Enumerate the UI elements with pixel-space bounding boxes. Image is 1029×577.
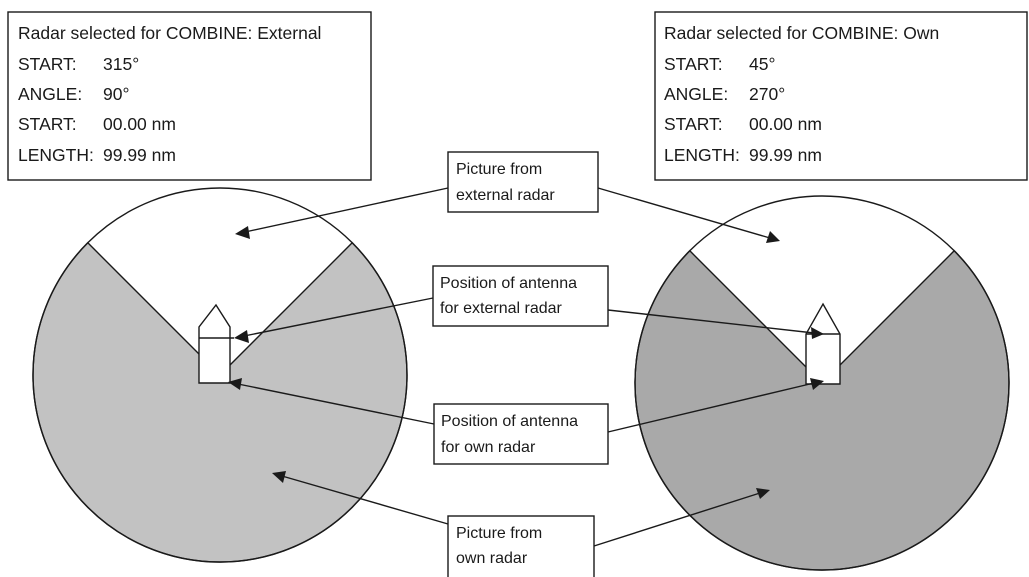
angle-label: ANGLE: (18, 84, 82, 104)
callout-line-1: Picture from (456, 161, 542, 178)
start-range-value: 00.00 nm (103, 114, 176, 134)
arrow-to-right-external-picture (597, 187, 771, 239)
arrow-to-right-antenna-own (607, 382, 815, 433)
callout-own-picture: Picture from own radar (447, 515, 595, 577)
callout-antenna-external: Position of antenna for external radar (432, 265, 609, 327)
length-value: 99.99 nm (749, 145, 822, 165)
settings-title: Radar selected for COMBINE: External (18, 23, 321, 43)
arrow-to-left-antenna-own (237, 383, 435, 425)
arrowhead (756, 488, 770, 499)
left-ship-icon (198, 303, 231, 384)
arrowhead (228, 378, 242, 390)
right-radar-circle (634, 195, 1010, 571)
start-range-value: 00.00 nm (749, 114, 822, 134)
start-angle-value: 315° (103, 54, 139, 74)
angle-label: ANGLE: (664, 84, 728, 104)
arrowhead (272, 471, 286, 483)
arrow-to-left-antenna-external (243, 297, 434, 337)
left-radar-circle (32, 187, 408, 563)
callout-frame (432, 265, 609, 327)
start-range-label: START: (664, 114, 723, 134)
arrowhead (234, 330, 249, 343)
start-angle-value: 45° (749, 54, 775, 74)
start-angle-label: START: (18, 54, 77, 74)
callout-line-2: for own radar (441, 439, 536, 456)
arrow-lines (228, 187, 824, 547)
left-radar-display (32, 187, 408, 563)
callout-line-1: Position of antenna (440, 275, 577, 292)
settings-box-external: Radar selected for COMBINE: External STA… (7, 11, 372, 181)
settings-box-frame (7, 11, 372, 181)
settings-box-own: Radar selected for COMBINE: Own START: 4… (654, 11, 1028, 181)
start-angle-label: START: (664, 54, 723, 74)
callout-line-2: external radar (456, 187, 555, 204)
length-value: 99.99 nm (103, 145, 176, 165)
callout-line-2: own radar (456, 550, 528, 567)
start-range-label: START: (18, 114, 77, 134)
arrow-to-left-external-picture (244, 187, 449, 233)
angle-value: 90° (103, 84, 129, 104)
callout-antenna-own: Position of antenna for own radar (433, 403, 609, 465)
arrowhead (810, 378, 824, 390)
arrow-to-right-antenna-external (607, 309, 815, 334)
callout-line-1: Position of antenna (441, 413, 578, 430)
callout-line-2: for external radar (440, 300, 563, 317)
settings-box-frame (654, 11, 1028, 181)
callout-line-1: Picture from (456, 525, 542, 542)
arrow-to-left-own-picture (281, 475, 449, 525)
angle-value: 270° (749, 84, 785, 104)
callout-external-picture: Picture from external radar (447, 151, 599, 213)
arrowhead (811, 327, 824, 339)
callout-frame (433, 403, 609, 465)
length-label: LENGTH: (664, 145, 740, 165)
settings-title: Radar selected for COMBINE: Own (664, 23, 939, 43)
arrowhead (766, 231, 780, 243)
arrowhead (235, 226, 250, 239)
length-label: LENGTH: (18, 145, 94, 165)
right-radar-display (634, 195, 1010, 571)
arrow-to-right-own-picture (593, 492, 761, 547)
right-ship-icon (805, 302, 841, 385)
callout-frame (447, 151, 599, 213)
callout-frame (447, 515, 595, 577)
